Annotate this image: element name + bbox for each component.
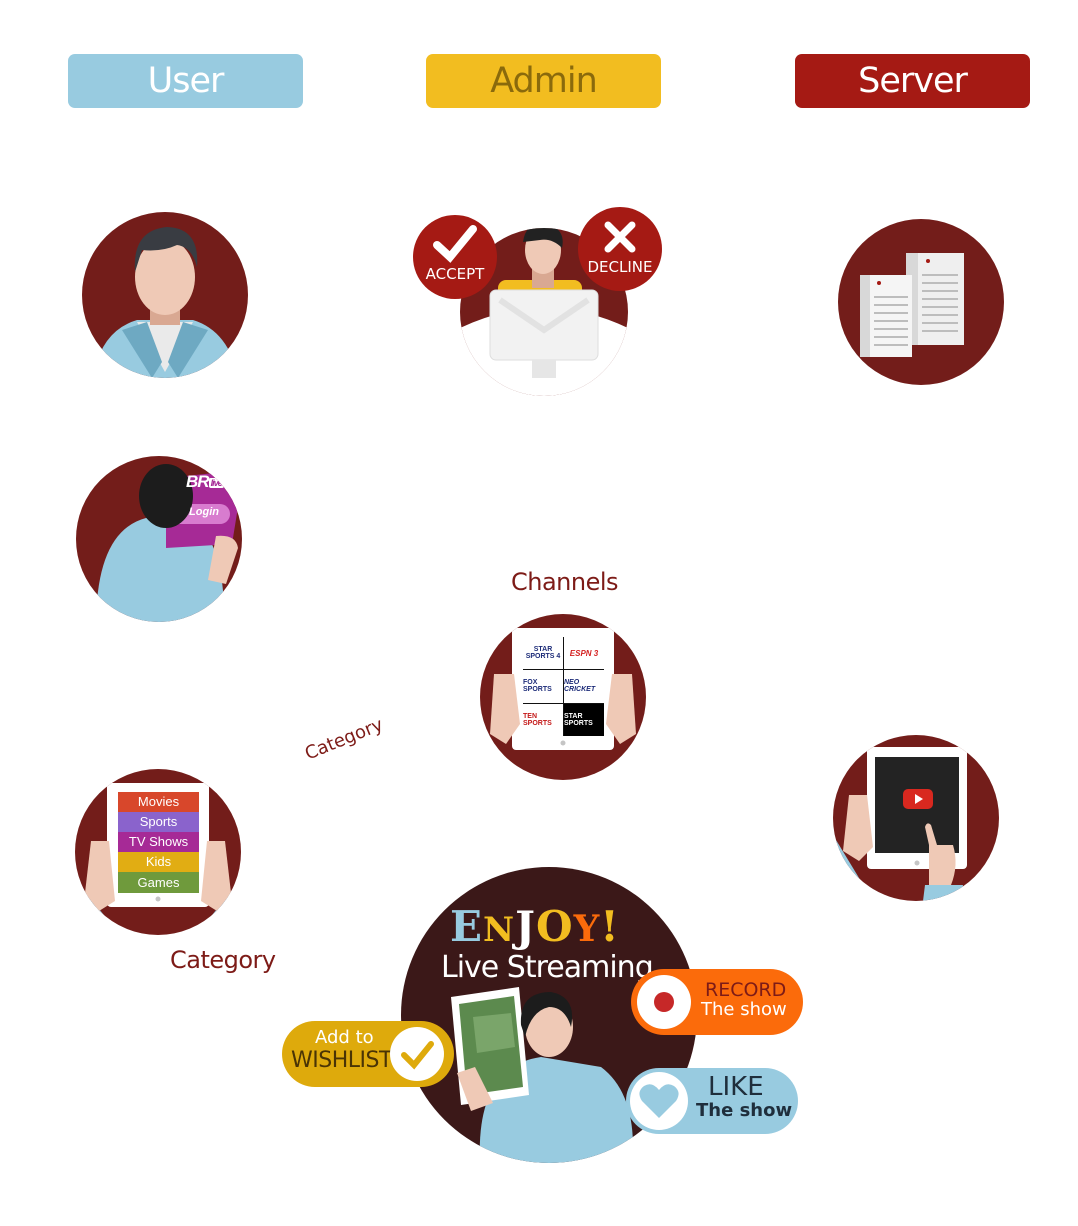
category-item-sports[interactable]: Sports — [118, 812, 199, 832]
lane-header-server: Server — [795, 54, 1030, 108]
record-label-bottom: The show — [701, 999, 787, 1020]
brand-mid: live — [208, 477, 224, 488]
category-item-tv-shows[interactable]: TV Shows — [118, 832, 199, 852]
like-button[interactable]: LIKE The show — [626, 1068, 798, 1134]
close-icon — [604, 221, 636, 253]
enjoy-letter-y: Y — [573, 908, 601, 950]
server-circle — [838, 219, 1004, 385]
category-menu: Movies Sports TV Shows Kids Games — [118, 792, 199, 893]
decline-button[interactable]: DECLINE — [578, 207, 662, 291]
live-streaming-title: Live Streaming — [441, 950, 654, 985]
like-label-top: LIKE — [708, 1072, 764, 1102]
accept-label: ACCEPT — [425, 265, 485, 283]
enjoy-heading: ENJOY! — [450, 902, 620, 951]
enjoy-letter-o: O — [535, 902, 574, 951]
category-item-movies[interactable]: Movies — [118, 792, 199, 812]
category-arrow-label: Category — [302, 714, 387, 765]
record-label-top: RECORD — [705, 979, 787, 1001]
login-button[interactable]: Login — [189, 506, 219, 518]
category-item-kids[interactable]: Kids — [118, 852, 199, 872]
heart-icon — [630, 1072, 688, 1130]
category-item-games[interactable]: Games — [118, 872, 199, 893]
channel-tile-ten-sports[interactable]: TEN SPORTS — [523, 703, 563, 736]
wishlist-button[interactable]: Add to WISHLIST — [282, 1021, 454, 1087]
user-avatar-circle — [82, 212, 248, 378]
channel-tile-fox-sports[interactable]: FOX SPORTS — [523, 670, 563, 703]
channel-tile-espn3[interactable]: ESPN 3 — [564, 637, 604, 670]
video-play-circle — [833, 735, 999, 901]
brand-right: TV — [223, 472, 242, 491]
channel-grid: STAR SPORTS 4 ESPN 3 FOX SPORTS NEO CRIC… — [523, 637, 604, 736]
lane-header-user: User — [68, 54, 303, 108]
lane-header-admin: Admin — [426, 54, 661, 108]
enjoy-letter-n: N — [483, 910, 516, 950]
channels-label: Channels — [511, 568, 619, 596]
accept-button[interactable]: ACCEPT — [413, 215, 497, 299]
brand-left: BR — [186, 472, 210, 491]
enjoy-letter-e: E — [450, 902, 484, 951]
enjoy-letter-bang: ! — [600, 902, 620, 951]
like-label-bottom: The show — [696, 1100, 793, 1121]
wishlist-label-bottom: WISHLIST — [291, 1048, 392, 1073]
record-button[interactable]: RECORD The show — [631, 969, 803, 1035]
enjoy-letter-j: J — [515, 902, 536, 951]
channel-tile-star-sports-4[interactable]: STAR SPORTS 4 — [523, 637, 563, 670]
wishlist-label-top: Add to — [315, 1027, 374, 1048]
channels-circle: STAR SPORTS 4 ESPN 3 FOX SPORTS NEO CRIC… — [480, 614, 646, 780]
record-dot-icon — [637, 975, 691, 1029]
category-circle: Movies Sports TV Shows Kids Games — [75, 769, 241, 935]
user-avatar-icon — [93, 227, 239, 378]
server-icon — [860, 253, 964, 357]
wishlist-check-icon — [390, 1027, 444, 1081]
check-icon — [433, 225, 477, 263]
channel-tile-neo-cricket[interactable]: NEO CRICKET — [564, 670, 604, 703]
channel-tile-star-sports[interactable]: STAR SPORTS — [564, 703, 604, 736]
category-label: Category — [170, 946, 276, 974]
play-icon[interactable] — [903, 789, 933, 809]
decline-label: DECLINE — [587, 258, 653, 276]
